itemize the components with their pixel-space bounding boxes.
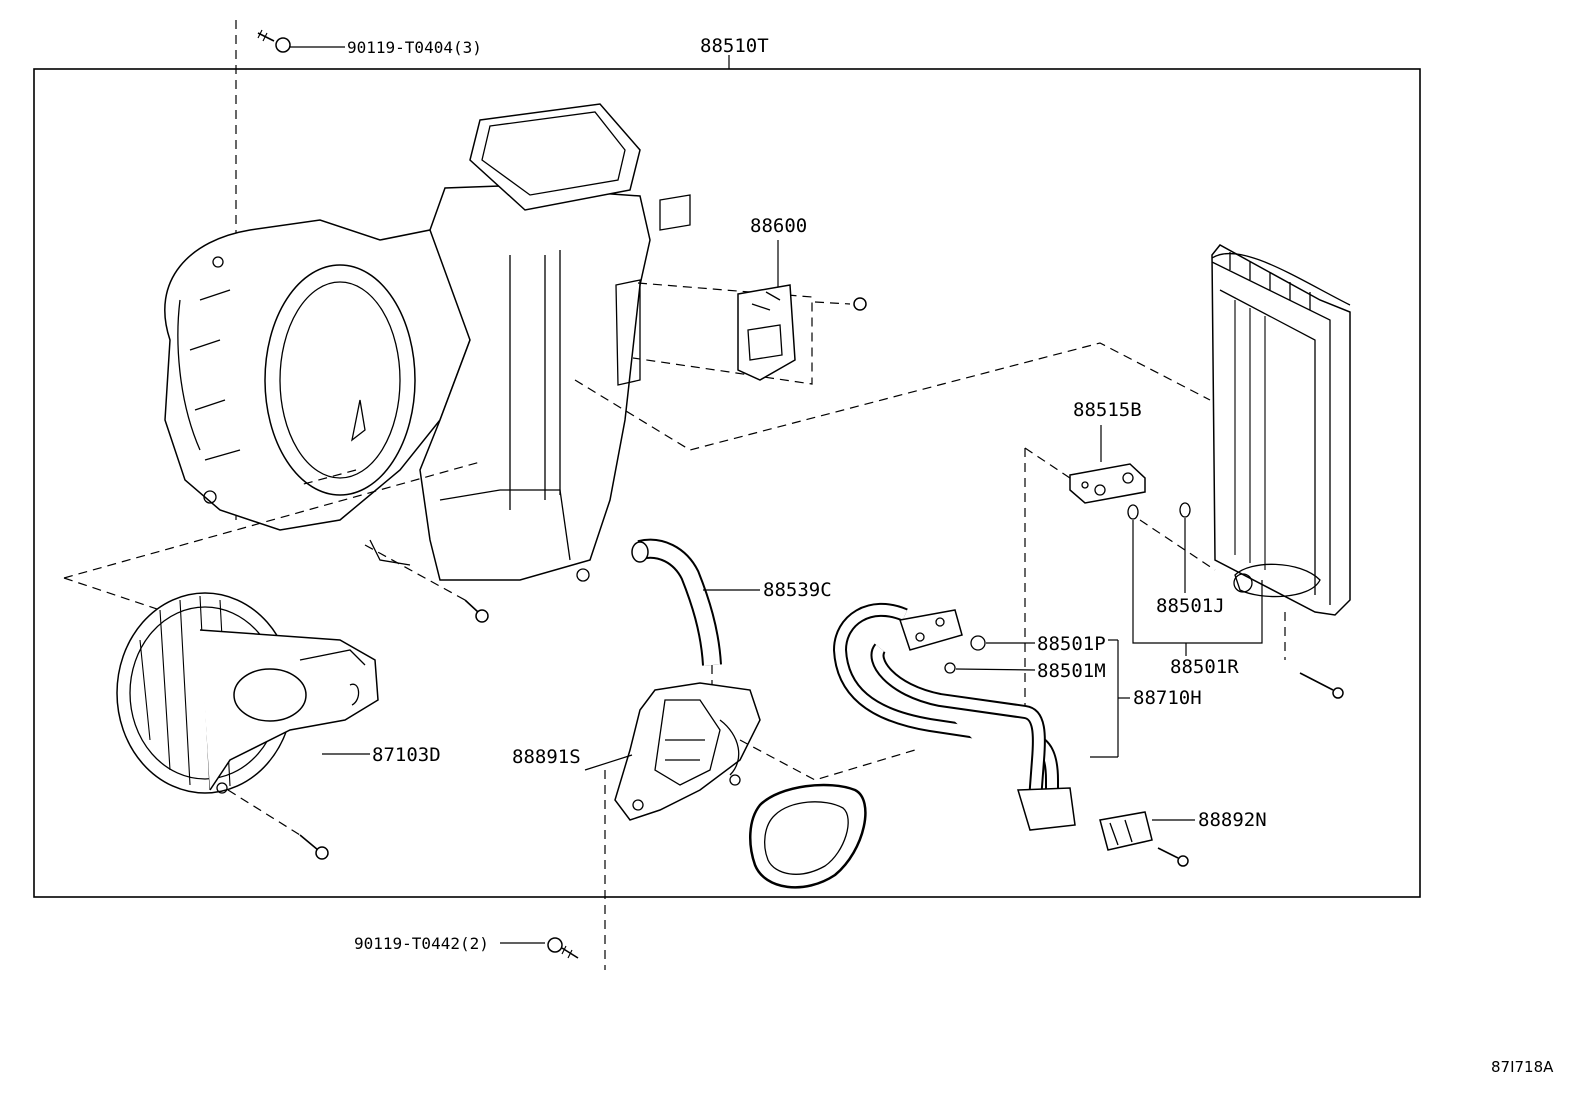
label-tube: 88710H [1133,687,1202,709]
drain-hose-icon [631,538,760,690]
expansion-valve-icon [1024,425,1146,504]
label-resistor: 88600 [750,215,807,237]
blower-case-housing-icon [164,103,691,582]
lower-case-icon [584,682,916,821]
label-drain-hose: 88539C [763,579,832,601]
guide-line-evaporator [574,342,1211,451]
guide-line-blower-b [63,577,161,611]
screw-bottom-icon [500,770,606,970]
evaporator-core-icon [1211,244,1351,616]
label-o-ring-p: 88501P [1037,633,1106,655]
label-o-ring-m: 88501M [1037,660,1106,682]
label-o-ring-r: 88501R [1170,656,1239,678]
label-screw-top: 90119-T0404(3) [347,38,482,57]
screw-top-icon [235,20,345,520]
housing-screw-icon [364,544,489,623]
label-blower-motor: 87103D [372,744,441,766]
o-ring-p-icon [970,635,1035,651]
diagram-reference-code: 87I718A [1491,1058,1554,1076]
blower-motor-fan-icon [116,592,379,860]
evaporator-screw-icon [1284,612,1344,699]
o-ring-j-icon [1127,502,1216,593]
label-lower-case: 88891S [512,746,581,768]
label-o-ring-j: 88501J [1156,595,1225,617]
pipe-clamp-icon [1099,811,1195,867]
label-assembly: 88510T [700,35,769,57]
refrigerant-tube-icon [832,448,1130,831]
label-expansion-valve: 88515B [1073,399,1142,421]
label-clamp: 88892N [1198,809,1267,831]
o-ring-m-icon [944,662,1036,674]
gasket-ring-icon [749,783,867,889]
assembly-boundary-box [33,68,1421,898]
o-ring-r-bracket [1132,520,1263,644]
label-screw-bottom: 90119-T0442(2) [354,934,489,953]
blower-resistor-icon [632,240,867,385]
guide-line-blower [63,461,481,579]
